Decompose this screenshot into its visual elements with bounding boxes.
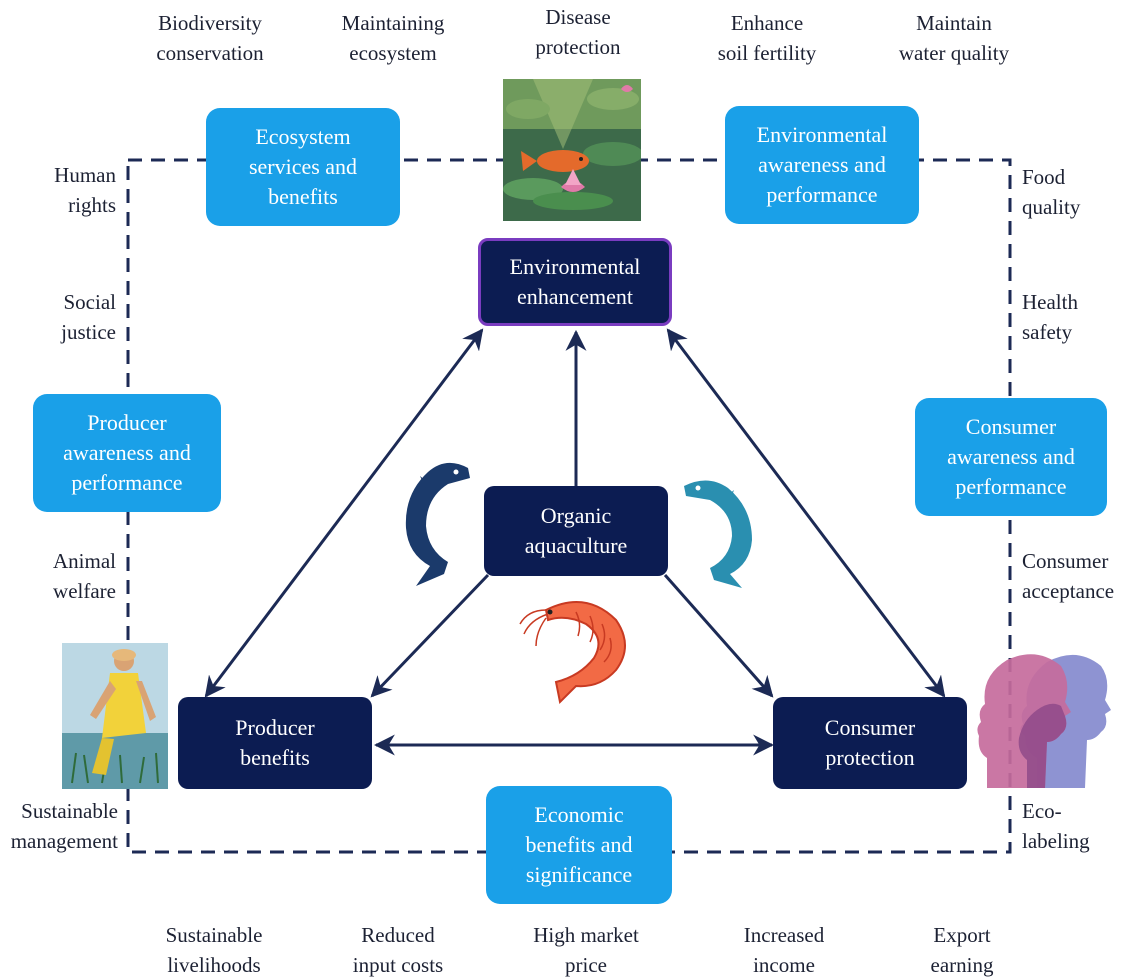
arrow-organic-to-consumer <box>663 574 774 698</box>
box-consumer-protection: Consumer protection <box>773 697 967 789</box>
label-high-market-price: High market price <box>533 923 639 977</box>
label-increased-income: Increased income <box>743 923 825 977</box>
box-producer-awareness: Producer awareness and performance <box>33 394 221 512</box>
arrow-environmental-consumer <box>666 328 946 698</box>
box-producer-benefits: Producer benefits <box>178 697 372 789</box>
label-maintain-water-quality: Maintain water quality <box>898 11 1010 65</box>
teal-fish-icon <box>680 474 764 590</box>
label-maintaining-ecosystem: Maintaining ecosystem <box>341 11 445 65</box>
label-sustainable-management: Sustainable management <box>10 799 118 853</box>
label-export-earning: Export earning <box>930 923 994 977</box>
label-human-rights: Human rights <box>54 163 116 217</box>
label-social-justice: Social justice <box>61 290 116 344</box>
label-disease-protection: Disease protection <box>535 5 621 59</box>
label-health-safety: Health safety <box>1022 290 1078 344</box>
arrow-environmental-producer <box>204 328 484 698</box>
box-organic-aquaculture: Organic aquaculture <box>484 486 668 576</box>
label-sustainable-livelihoods: Sustainable livelihoods <box>165 923 263 977</box>
label-enhance-soil-fertility: Enhance soil fertility <box>717 11 817 65</box>
box-environmental-awareness: Environmental awareness and performance <box>725 106 919 224</box>
label-consumer-acceptance: Consumer acceptance <box>1022 549 1115 603</box>
box-economic-benefits: Economic benefits and significance <box>486 786 672 904</box>
pond-lotus-koi-image <box>503 79 641 221</box>
label-animal-welfare: Animal welfare <box>53 549 116 603</box>
consumer-heads-image <box>977 640 1117 788</box>
shrimp-icon <box>516 590 634 706</box>
label-food-quality: Food quality <box>1022 165 1081 219</box>
box-consumer-awareness: Consumer awareness and performance <box>915 398 1107 516</box>
label-biodiversity-conservation: Biodiversity conservation <box>156 11 264 65</box>
box-environmental-enhancement: Environmental enhancement <box>478 238 672 326</box>
box-ecosystem-services: Ecosystem services and benefits <box>206 108 400 226</box>
label-reduced-input-costs: Reduced input costs <box>352 923 444 977</box>
farmer-image <box>62 643 168 789</box>
arrow-organic-to-producer <box>370 573 490 698</box>
dark-fish-icon <box>390 458 474 590</box>
label-eco-labeling: Eco- labeling <box>1022 799 1090 853</box>
